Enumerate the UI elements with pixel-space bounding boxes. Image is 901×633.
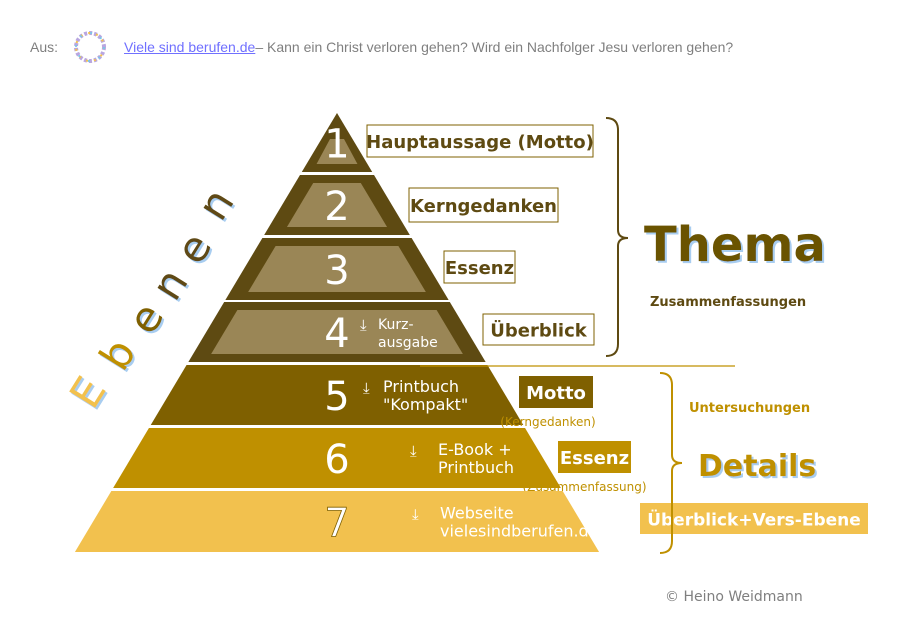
details-subtitle: Untersuchungen xyxy=(689,401,810,416)
thema-subtitle: Zusammenfassungen xyxy=(650,295,806,310)
level-description: ausgabe xyxy=(378,335,438,351)
source-line: Aus: Viele sind berufen.de – Kann ein Ch… xyxy=(30,27,733,67)
download-icon: ⤓ xyxy=(412,506,419,524)
source-link[interactable]: Viele sind berufen.de xyxy=(124,39,256,55)
letter: n xyxy=(142,260,198,309)
letter: E xyxy=(60,368,116,416)
details-brace xyxy=(659,372,683,554)
level-number: 7 xyxy=(324,501,349,547)
level-label-box xyxy=(558,441,631,473)
level-number: 1 xyxy=(324,122,349,168)
level-label: Essenz xyxy=(560,448,629,469)
level-6: 6 ⤓ E-Book +Printbuch Essenz (Zusammenfassun… xyxy=(113,428,647,494)
letter: e xyxy=(118,294,173,342)
thema-title: Thema xyxy=(644,217,826,273)
level-band xyxy=(113,428,561,488)
level-description: Kurz- xyxy=(378,317,414,333)
level-label-box xyxy=(408,187,559,223)
level-band xyxy=(74,491,600,552)
level-description: vielesindberufen.de xyxy=(440,522,599,541)
level-description: E-Book + xyxy=(438,440,512,459)
level-inner xyxy=(248,246,426,292)
source-prefix: Aus: xyxy=(30,39,59,55)
level-description: "Kompakt" xyxy=(383,395,468,414)
level-description: Printbuch xyxy=(438,458,514,477)
level-number: 6 xyxy=(324,437,349,483)
level-label-box xyxy=(443,250,516,284)
level-label-box xyxy=(366,124,594,158)
level-label: Motto xyxy=(526,383,586,404)
source-title: – Kann ein Christ verloren gehen? Wird e… xyxy=(255,39,734,55)
level-label: Überblick+Vers-Ebene xyxy=(647,509,861,531)
level-2: 2 Kerngedanken xyxy=(264,175,559,235)
download-icon: ⤓ xyxy=(363,379,370,397)
level-band xyxy=(150,365,524,425)
level-number: 4 xyxy=(324,311,349,357)
level-label-box xyxy=(519,376,593,408)
people-circle-logo-icon xyxy=(74,31,107,63)
level-description: Printbuch xyxy=(383,377,459,396)
letter: b xyxy=(90,330,146,379)
level-number: 5 xyxy=(324,374,349,420)
letter: n xyxy=(188,180,244,229)
details-title: Details xyxy=(698,449,816,484)
level-1: 1 Hauptaussage (Motto) xyxy=(301,113,594,172)
level-sublabel: (Zusammenfassung) xyxy=(522,480,646,494)
level-number: 2 xyxy=(324,184,349,230)
level-label-box xyxy=(640,503,868,534)
level-number: 3 xyxy=(324,248,349,294)
thema-brace xyxy=(605,117,629,357)
level-inner xyxy=(286,183,388,227)
level-sublabel: (Kerngedanken) xyxy=(500,415,595,429)
level-label: Hauptaussage (Motto) xyxy=(366,132,594,153)
level-label: Essenz xyxy=(445,258,514,279)
level-label-box xyxy=(482,313,595,346)
copyright: © Heino Weidmann xyxy=(665,589,803,605)
level-label: Überblick xyxy=(490,320,587,342)
level-inner xyxy=(211,310,463,354)
level-description: Webseite xyxy=(440,504,514,523)
download-icon: ⤓ xyxy=(410,442,417,460)
level-inner xyxy=(316,139,358,164)
level-4: 4 ⤓ Kurz-ausgabe Überblick xyxy=(188,302,595,362)
level-label: Kerngedanken xyxy=(410,196,557,217)
letter: e xyxy=(166,224,221,272)
level-3: 3 Essenz xyxy=(225,238,516,300)
download-icon: ⤓ xyxy=(360,316,367,334)
level-5: 5 ⤓ Printbuch"Kompakt" Motto (Kerngedanken) xyxy=(150,365,596,429)
